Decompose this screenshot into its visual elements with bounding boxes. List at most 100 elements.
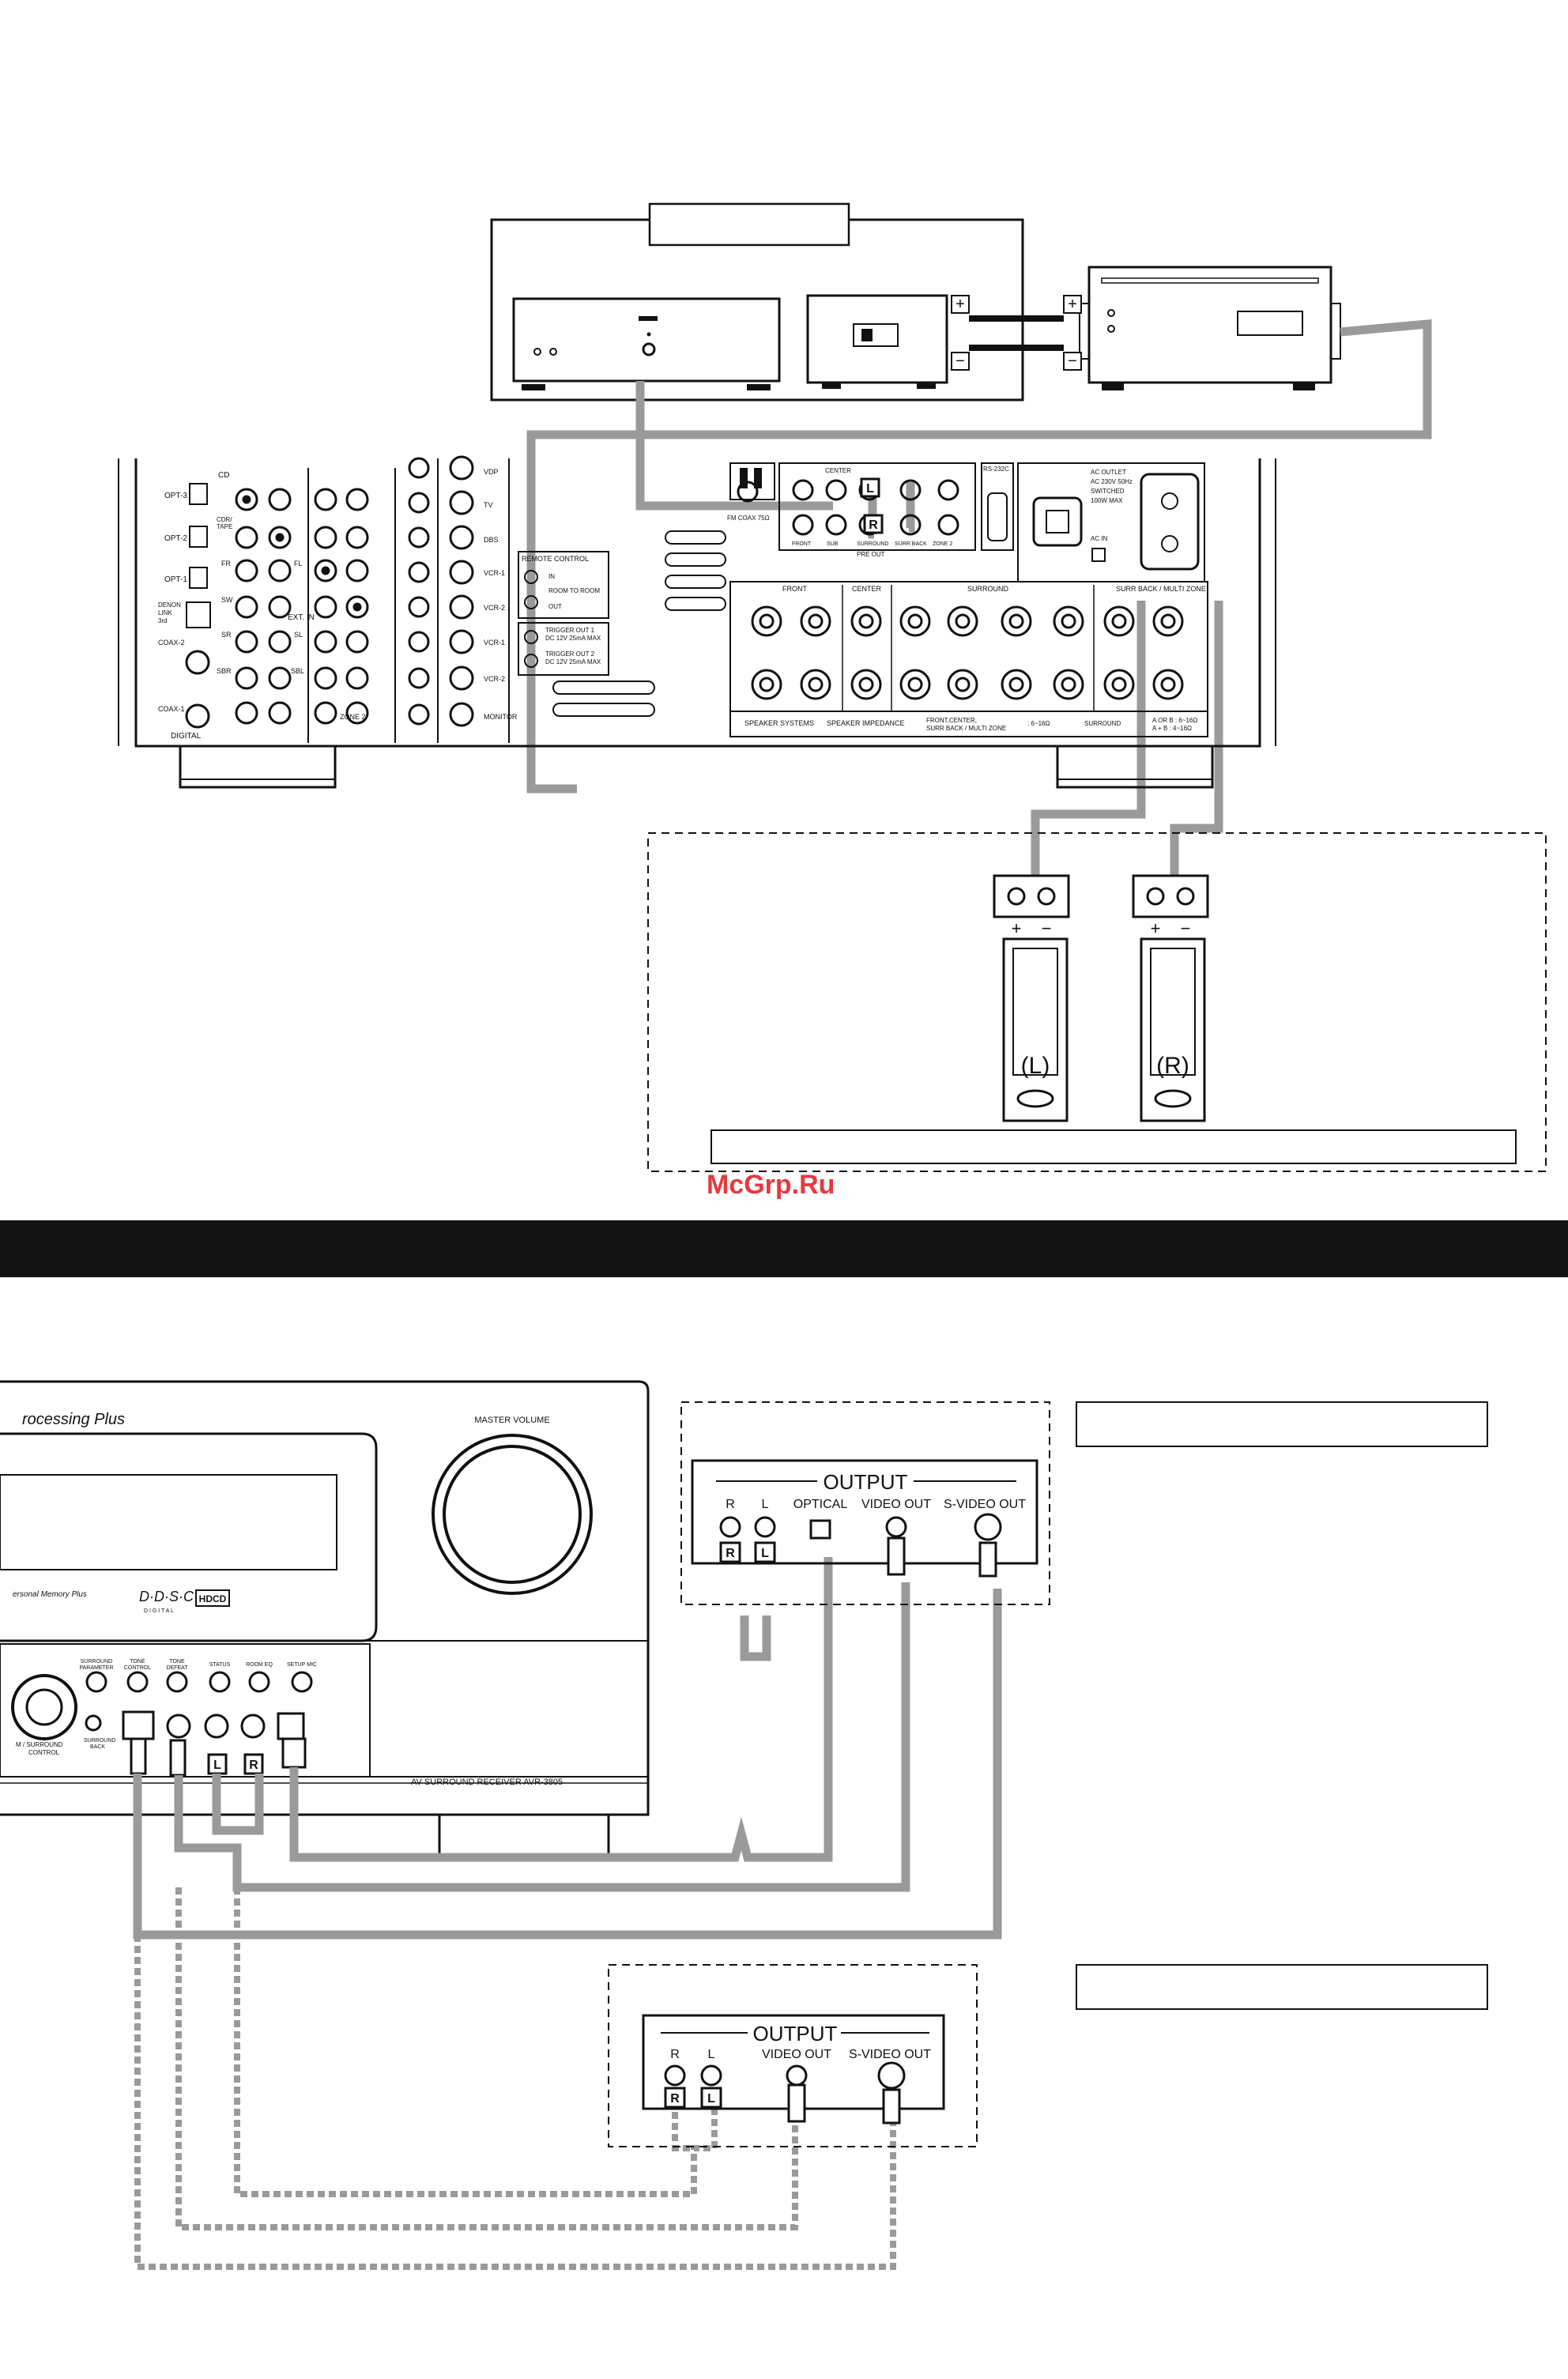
svg-text:CDR/: CDR/	[217, 516, 232, 523]
svg-text:DC 12V 25mA MAX: DC 12V 25mA MAX	[545, 635, 601, 642]
svg-text:SURR BACK: SURR BACK	[895, 541, 927, 547]
source-device-2: OUTPUT R L VIDEO OUT S-VIDEO OUT R L	[608, 1964, 1488, 2147]
svg-text:SETUP MIC: SETUP MIC	[287, 1662, 317, 1668]
svg-text:SL: SL	[294, 631, 303, 639]
video-inputs	[408, 455, 474, 727]
svg-text:BACK: BACK	[90, 1744, 105, 1750]
svg-text:DENON: DENON	[158, 601, 181, 609]
svg-text:TONE: TONE	[130, 1659, 145, 1665]
device1-plug-l: L	[761, 1547, 769, 1560]
svg-text:TRIGGER OUT 2: TRIGGER OUT 2	[545, 650, 595, 658]
section-divider-bar	[0, 1220, 1568, 1277]
device2-jack-r: R	[670, 2048, 680, 2061]
front-panel-plugs: L R	[130, 1737, 307, 1777]
svg-text:−: −	[1068, 353, 1077, 370]
svg-text:FR: FR	[221, 560, 231, 567]
device1-output-label: OUTPUT	[824, 1470, 908, 1494]
front-plug-r: R	[249, 1759, 258, 1772]
svg-text:DC 12V 25mA MAX: DC 12V 25mA MAX	[545, 658, 601, 665]
svg-text:+: +	[1068, 296, 1077, 313]
amplifier-rack: + −	[490, 202, 1024, 402]
svg-text:DEFEAT: DEFEAT	[166, 1665, 188, 1671]
master-volume-label: MASTER VOLUME	[474, 1416, 549, 1425]
svg-text:D·D·S·C: D·D·S·C	[139, 1589, 194, 1604]
svg-text:SURROUND: SURROUND	[84, 1738, 115, 1744]
svg-text:TONE: TONE	[169, 1659, 185, 1665]
svg-text:EXT. IN: EXT. IN	[288, 613, 315, 622]
svg-text:100W MAX: 100W MAX	[1091, 497, 1123, 504]
svg-text:IN: IN	[548, 573, 555, 580]
svg-text:SURROUND: SURROUND	[967, 585, 1009, 593]
svg-text:SURROUND: SURROUND	[1084, 720, 1121, 727]
svg-text:SR: SR	[221, 631, 232, 639]
svg-text:CONTROL: CONTROL	[124, 1665, 151, 1671]
svg-text:CD: CD	[218, 471, 229, 480]
svg-text:OPT-1: OPT-1	[164, 575, 187, 584]
svg-text:SPEAKER IMPEDANCE: SPEAKER IMPEDANCE	[827, 719, 905, 727]
model-label: AV SURROUND RECEIVER AVR-3805	[411, 1778, 563, 1787]
svg-text:ersonal Memory Plus: ersonal Memory Plus	[13, 1590, 87, 1599]
svg-text:FRONT,CENTER,: FRONT,CENTER,	[926, 717, 977, 724]
minus-sign-1: −	[956, 353, 965, 370]
svg-text:SWITCHED: SWITCHED	[1091, 488, 1125, 495]
receiver-front-panel: rocessing Plus ersonal Memory Plus D·D·S…	[0, 1380, 650, 1859]
device1-jack-r: R	[726, 1498, 735, 1511]
svg-text:SURR BACK / MULTI ZONE: SURR BACK / MULTI ZONE	[926, 725, 1006, 732]
svg-text:TV: TV	[484, 501, 493, 509]
device1-jack-l: L	[762, 1498, 769, 1511]
svg-text:CENTER: CENTER	[852, 585, 882, 593]
speaker-r-minus: −	[1181, 918, 1191, 938]
vent-slots	[552, 530, 726, 717]
svg-text:LINK: LINK	[158, 609, 172, 616]
svg-text:ROOM TO ROOM: ROOM TO ROOM	[548, 587, 600, 594]
svg-text:M / SURROUND: M / SURROUND	[16, 1741, 63, 1748]
device2-jack-video: VIDEO OUT	[762, 2048, 831, 2061]
svg-text:STATUS: STATUS	[209, 1662, 231, 1668]
svg-text:R: R	[869, 518, 878, 532]
svg-text:SBR: SBR	[217, 667, 232, 675]
svg-text:SURR BACK / MULTI ZONE: SURR BACK / MULTI ZONE	[1116, 585, 1206, 593]
svg-text:MONITOR: MONITOR	[484, 713, 518, 721]
svg-text:RS-232C: RS-232C	[983, 466, 1009, 473]
svg-text:OUT: OUT	[548, 603, 562, 610]
device1-jack-svideo: S-VIDEO OUT	[944, 1498, 1026, 1511]
device2-plug-r: R	[670, 2092, 680, 2106]
svg-text:ZONE 2: ZONE 2	[933, 541, 952, 547]
speaker-terminals: FRONT CENTER SURROUND SURR BACK / MULTI …	[729, 581, 1208, 737]
svg-text:FL: FL	[294, 560, 303, 567]
device2-jack-l: L	[708, 2048, 715, 2061]
speaker-l-minus: −	[1042, 918, 1052, 938]
device2-output-label: OUTPUT	[753, 2022, 838, 2045]
svg-text:SURROUND: SURROUND	[857, 541, 888, 547]
svg-text:AC IN: AC IN	[1091, 535, 1108, 542]
brand-text: rocessing Plus	[22, 1411, 125, 1428]
watermark: McGrp.Ru	[707, 1170, 835, 1200]
device2-plug-l: L	[707, 2092, 715, 2106]
remote-control-block: REMOTE CONTROL IN ROOM TO ROOM OUT TRIGG…	[518, 551, 609, 676]
svg-text:OPT-3: OPT-3	[164, 492, 187, 500]
svg-text:TAPE: TAPE	[217, 523, 232, 530]
svg-text:SPEAKER SYSTEMS: SPEAKER SYSTEMS	[744, 719, 814, 727]
svg-text:SBL: SBL	[291, 667, 304, 675]
svg-text:AC 230V 50Hz: AC 230V 50Hz	[1091, 478, 1133, 485]
svg-text:FM COAX 75Ω: FM COAX 75Ω	[727, 515, 770, 522]
svg-text:COAX-1: COAX-1	[158, 705, 185, 713]
svg-text:TRIGGER OUT 1: TRIGGER OUT 1	[545, 627, 595, 634]
svg-text:SURROUND: SURROUND	[81, 1659, 112, 1665]
device1-jack-video: VIDEO OUT	[861, 1498, 931, 1511]
svg-text:VCR-1: VCR-1	[484, 639, 505, 647]
svg-text:CENTER: CENTER	[825, 467, 851, 474]
svg-text:DIGITAL: DIGITAL	[171, 732, 202, 741]
svg-text:CONTROL: CONTROL	[28, 1749, 60, 1756]
svg-text:OPT-2: OPT-2	[164, 534, 187, 543]
svg-text:ZONE 2: ZONE 2	[340, 713, 366, 721]
plus-sign-1: +	[956, 296, 965, 313]
device1-jack-optical: OPTICAL	[793, 1498, 848, 1511]
svg-text:DBS: DBS	[484, 536, 499, 544]
svg-text:AC OUTLET: AC OUTLET	[1091, 469, 1126, 476]
svg-text:COAX-2: COAX-2	[158, 639, 185, 647]
cables-device1	[133, 1557, 1002, 1940]
receiver-rear-panel: OPT-3 OPT-2 OPT-1 DENON LINK 3rd COAX-2 …	[118, 455, 1276, 789]
svg-text:3rd: 3rd	[158, 617, 168, 624]
